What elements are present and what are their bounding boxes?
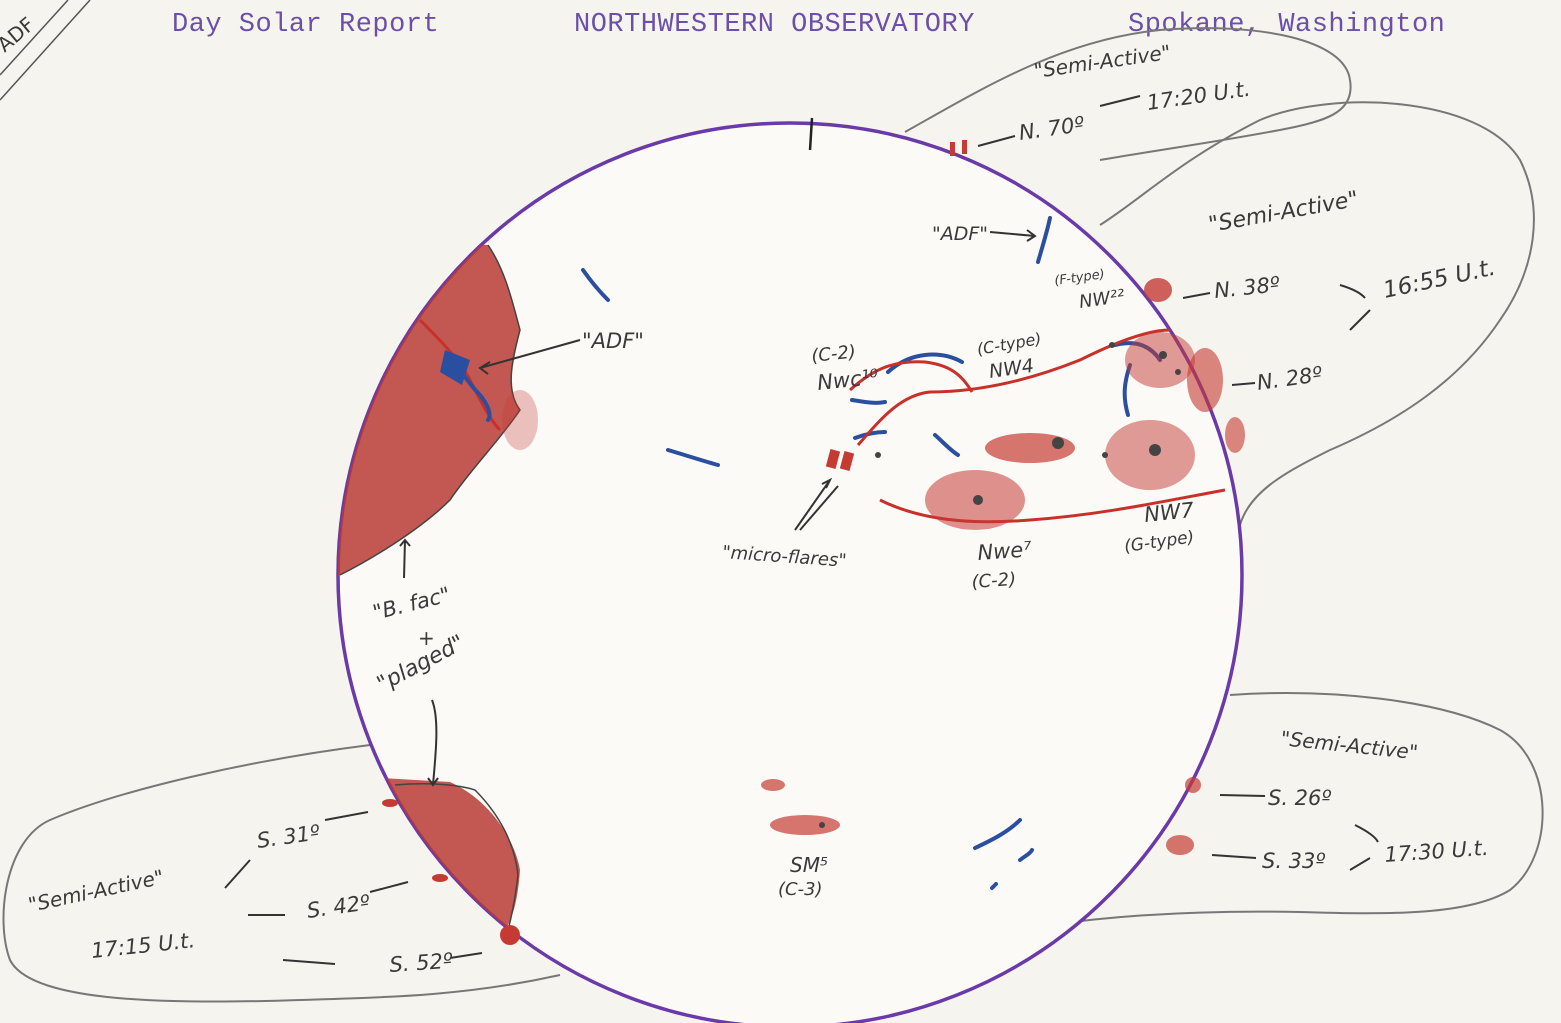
filament-4	[853, 430, 887, 440]
label-c2-b: (C-2)	[971, 569, 1017, 593]
northmid-lat2: N. 28º	[1255, 362, 1323, 395]
southwest-status: "Semi-Active"	[26, 865, 166, 917]
label-sm5: SM⁵	[790, 853, 828, 877]
corner-label: ADF	[0, 12, 39, 56]
label-plus: +	[418, 626, 435, 650]
southwest-lat1: S. 31º	[255, 820, 321, 853]
filament-adf-top	[1036, 216, 1052, 264]
plage-nw7	[1102, 420, 1195, 490]
filament-west-knot	[440, 350, 470, 385]
north70-latitude: N. 70º	[1017, 112, 1085, 145]
southwest-time: 17:15 U.t.	[90, 928, 196, 963]
filament-5	[933, 433, 960, 457]
label-c3: (C-3)	[778, 879, 823, 900]
plage-nw4	[985, 433, 1075, 463]
label-nw7: NW7	[1143, 498, 1196, 527]
callout-box-north-mid	[1099, 101, 1535, 526]
label-adf-top: "ADF"	[932, 223, 988, 245]
callout-box-south-east	[1049, 692, 1544, 926]
southeast-lat2: S. 33º	[1262, 849, 1325, 873]
plage-nw22	[1109, 332, 1195, 388]
north70-time: 17:20 U.t.	[1145, 77, 1251, 115]
filament-6	[973, 818, 1022, 850]
filament-2	[666, 448, 720, 467]
southeast-time: 17:30 U.t.	[1384, 836, 1490, 867]
corner-stamp: ADF	[0, 0, 91, 101]
report-title: Day Solar Report	[172, 10, 440, 40]
southwest-lat3: S. 52º	[389, 949, 454, 977]
microflares-marks	[825, 449, 881, 471]
north70-status: "Semi-Active"	[1032, 40, 1172, 83]
label-f-type: (F-type)	[1053, 267, 1105, 289]
callout-box-south-west	[2, 744, 561, 1003]
loop-nwc	[848, 360, 974, 393]
label-c2-a: (C-2)	[810, 341, 857, 367]
filament-3	[850, 398, 887, 405]
southeast-lat1: S. 26º	[1268, 786, 1331, 810]
callout-box-north-70	[904, 27, 1352, 161]
prominences	[382, 140, 1245, 945]
northmid-time: 16:55 U.t.	[1381, 255, 1498, 304]
northmid-status: "Semi-Active"	[1207, 187, 1361, 238]
filament-8	[990, 882, 998, 890]
plage-nwe7	[925, 470, 1025, 530]
southeast-status: "Semi-Active"	[1279, 726, 1419, 764]
filament-1	[581, 268, 610, 302]
filament-arc-nwc	[886, 352, 964, 374]
northmid-lat1: N. 38º	[1213, 272, 1281, 303]
label-adf-left: "ADF"	[582, 329, 644, 353]
label-nwe7: Nwe⁷	[977, 537, 1033, 565]
plage-sm5	[761, 779, 840, 835]
active-region-outline	[856, 328, 1226, 524]
observatory-name: NORTHWESTERN OBSERVATORY	[574, 10, 975, 40]
filament-7	[1018, 848, 1034, 862]
north-pole-tick	[808, 117, 814, 151]
southwest-lat2: S. 42º	[305, 890, 371, 923]
leader-lines	[224, 95, 1379, 965]
